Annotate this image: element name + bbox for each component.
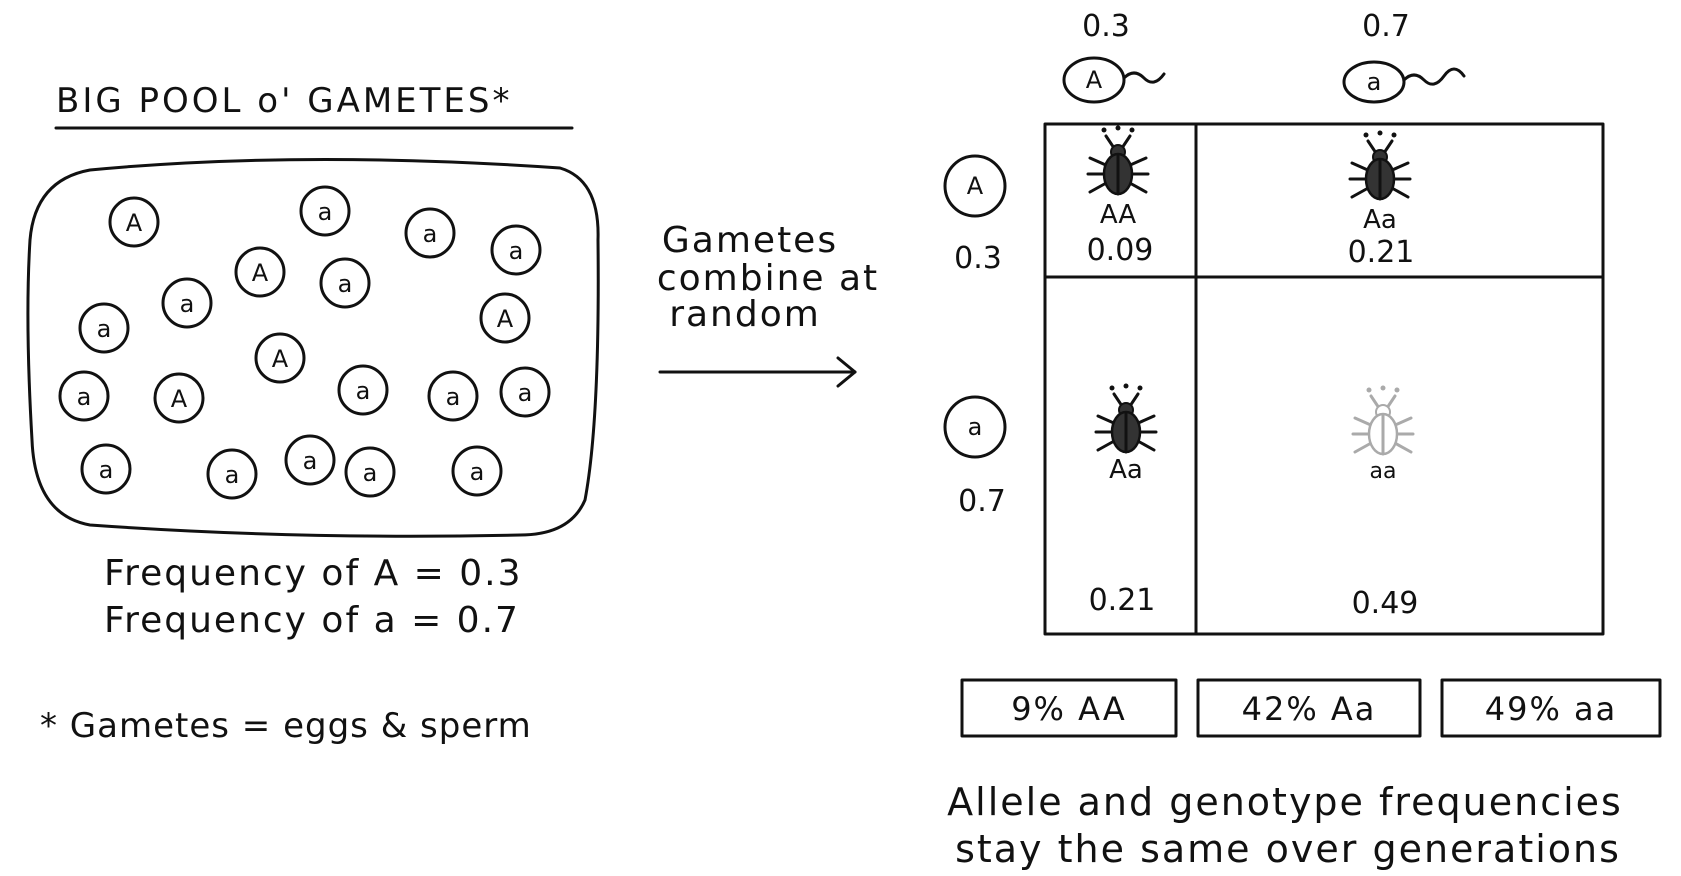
gamete-allele-label: A	[252, 259, 269, 287]
sperm-A-allele: A	[1086, 66, 1103, 94]
gamete-allele-label: a	[97, 315, 112, 343]
gamete-allele-label: a	[509, 237, 524, 265]
gamete-a-circle: a	[80, 443, 132, 495]
arrow-label-line3: random	[669, 294, 821, 335]
gamete-allele-label: A	[126, 209, 143, 237]
gamete-a-circle: a	[58, 370, 110, 422]
egg-A-allele: A	[967, 172, 984, 200]
beetle-Aa-top-icon	[1348, 130, 1412, 201]
gamete-A-circle: A	[153, 372, 205, 424]
punnett-grid	[1043, 122, 1605, 636]
gamete-a-circle: a	[299, 185, 351, 237]
sperm-A-frequency: 0.3	[1082, 9, 1130, 44]
summary-box-Aa: 42% Aa	[1196, 678, 1422, 738]
gamete-a-circle: a	[404, 207, 456, 259]
gamete-allele-label: a	[180, 290, 195, 318]
cell-aa-genotype: aa	[1370, 459, 1397, 484]
frequency-a-text: Frequency of a = 0.7	[104, 600, 520, 641]
gamete-a-circle: a	[344, 446, 396, 498]
gamete-allele-label: a	[338, 270, 353, 298]
gamete-a-circle: a	[427, 370, 479, 422]
gamete-allele-label: A	[272, 345, 289, 373]
gamete-allele-label: a	[518, 379, 533, 407]
gamete-allele-label: a	[423, 220, 438, 248]
gamete-a-circle: a	[206, 448, 258, 500]
gamete-allele-label: a	[446, 383, 461, 411]
gamete-allele-label: a	[363, 459, 378, 487]
sperm-a-icon: a	[1342, 60, 1466, 104]
conclusion-line1: Allele and genotype frequencies	[947, 780, 1623, 824]
summary-box-aa: 49% aa	[1440, 678, 1662, 738]
gamete-a-circle: a	[161, 277, 213, 329]
cell-Aa-top-genotype: Aa	[1363, 205, 1397, 235]
beetle-aa-icon	[1351, 385, 1415, 456]
right-arrow-icon	[658, 356, 857, 388]
beetle-AA-icon	[1086, 125, 1150, 196]
gamete-a-circle: a	[451, 445, 503, 497]
sperm-a-frequency: 0.7	[1362, 9, 1410, 44]
summary-box-AA: 9% AA	[960, 678, 1178, 738]
gamete-allele-label: A	[497, 305, 514, 333]
gamete-a-circle: a	[490, 224, 542, 276]
gamete-allele-label: a	[303, 447, 318, 475]
gamete-allele-label: a	[99, 456, 114, 484]
egg-a-allele: a	[968, 413, 983, 441]
gamete-a-circle: a	[78, 302, 130, 354]
gamete-allele-label: a	[356, 377, 371, 405]
gamete-allele-label: a	[470, 458, 485, 486]
sperm-A-icon: A	[1062, 56, 1166, 104]
summary-AA-text: 9% AA	[1011, 690, 1127, 728]
cell-AA-frequency: 0.09	[1087, 233, 1154, 268]
frequency-A-text: Frequency of A = 0.3	[104, 553, 523, 594]
arrow-label-line2: combine at	[657, 258, 879, 299]
egg-a-frequency: 0.7	[958, 484, 1006, 519]
summary-Aa-text: 42% Aa	[1242, 690, 1377, 728]
gamete-A-circle: A	[479, 292, 531, 344]
cell-Aa-top-frequency: 0.21	[1348, 235, 1415, 270]
cell-aa-frequency: 0.49	[1352, 586, 1419, 621]
gamete-a-circle: a	[337, 364, 389, 416]
gamete-allele-label: A	[171, 385, 188, 413]
cell-Aa-bottom-genotype: Aa	[1109, 455, 1143, 485]
beetle-Aa-bottom-icon	[1094, 383, 1158, 454]
pool-title: BIG POOL o' GAMETES*	[56, 81, 513, 121]
cell-AA-genotype: AA	[1100, 200, 1137, 230]
sperm-a-allele: a	[1367, 68, 1382, 96]
gamete-A-circle: A	[108, 196, 160, 248]
egg-A-frequency: 0.3	[954, 241, 1002, 276]
footnote-text: * Gametes = eggs & sperm	[40, 706, 532, 746]
gamete-A-circle: A	[254, 332, 306, 384]
gamete-allele-label: a	[318, 198, 333, 226]
gamete-A-circle: A	[234, 246, 286, 298]
gamete-a-circle: a	[284, 434, 336, 486]
egg-A-icon: A	[943, 154, 1007, 218]
arrow-label-line1: Gametes	[662, 220, 838, 261]
gamete-a-circle: a	[499, 366, 551, 418]
gamete-allele-label: a	[225, 461, 240, 489]
gamete-allele-label: a	[77, 383, 92, 411]
cell-Aa-bottom-frequency: 0.21	[1089, 583, 1156, 618]
gamete-pool-outline	[26, 157, 600, 538]
summary-aa-text: 49% aa	[1485, 690, 1618, 728]
egg-a-icon: a	[943, 395, 1007, 459]
conclusion-line2: stay the same over generations	[955, 827, 1621, 871]
gamete-a-circle: a	[319, 257, 371, 309]
